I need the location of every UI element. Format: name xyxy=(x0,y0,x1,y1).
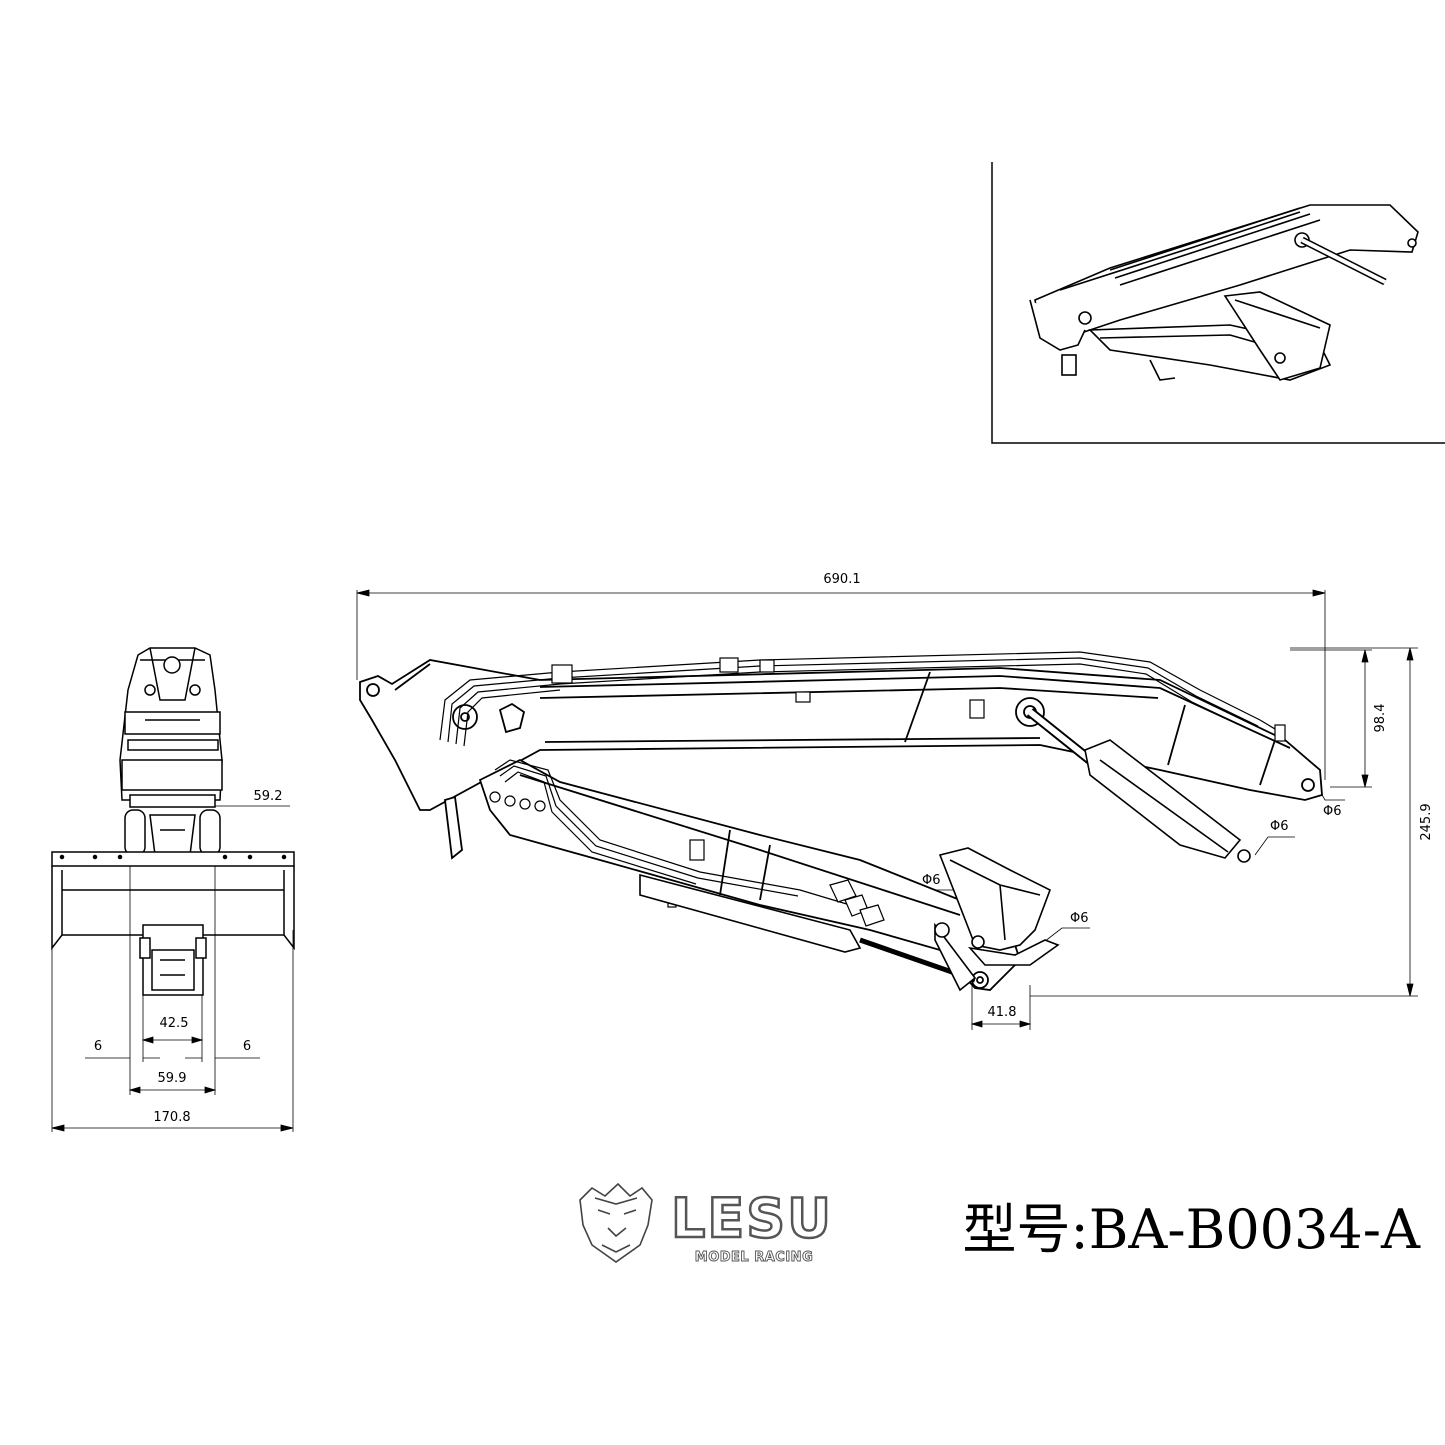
bucket xyxy=(938,847,1060,966)
dim-pin-dia-4: Φ6 xyxy=(1070,911,1089,926)
dim-offset-right: 6 xyxy=(243,1039,251,1054)
front-view: 59.2 42.5 6 6 59.9 170.8 xyxy=(51,647,295,1132)
dim-arm-end-height: 98.4 xyxy=(1373,704,1388,733)
dim-mount-outer-width: 59.9 xyxy=(158,1071,187,1086)
side-view: 690.1 98.4 245.9 Φ6 Φ6 Φ6 Φ6 41.8 xyxy=(356,572,1434,1030)
inset-boom-arm xyxy=(1029,204,1419,381)
dim-overall-height: 245.9 xyxy=(1419,803,1434,840)
dim-front-tube-width: 59.2 xyxy=(254,789,283,804)
dim-pin-dia-2: Φ6 xyxy=(1270,819,1289,834)
dim-bucket-link-width: 41.8 xyxy=(988,1005,1017,1020)
boom-cylinder xyxy=(1026,708,1251,863)
bucket-cylinder xyxy=(639,873,977,992)
dim-offset-left: 6 xyxy=(94,1039,102,1054)
model-label: 型号:BA-B0034-A xyxy=(963,1198,1421,1261)
boom-hoses xyxy=(439,651,1286,747)
front-dimension-lines xyxy=(51,805,294,1132)
brand-logo-text: LESU xyxy=(671,1187,833,1250)
side-dimension-lines xyxy=(356,589,1418,1030)
stick xyxy=(444,758,1022,991)
dim-mount-width: 42.5 xyxy=(160,1016,189,1031)
stick-hoses xyxy=(489,759,885,927)
inset-view xyxy=(991,162,1445,444)
inset-frame xyxy=(991,162,1445,444)
dim-overall-length: 690.1 xyxy=(823,572,860,587)
brand-logo-subtext: MODEL RACING xyxy=(695,1250,813,1265)
front-body xyxy=(51,647,295,996)
dim-bucket-width: 170.8 xyxy=(153,1110,190,1125)
branding: LESU MODEL RACING 型号:BA-B0034-A xyxy=(579,1182,1421,1265)
lion-logo-icon xyxy=(579,1182,653,1263)
dim-pin-dia-1: Φ6 xyxy=(1323,804,1342,819)
boom xyxy=(359,659,1323,811)
dim-pin-dia-3: Φ6 xyxy=(922,873,941,888)
